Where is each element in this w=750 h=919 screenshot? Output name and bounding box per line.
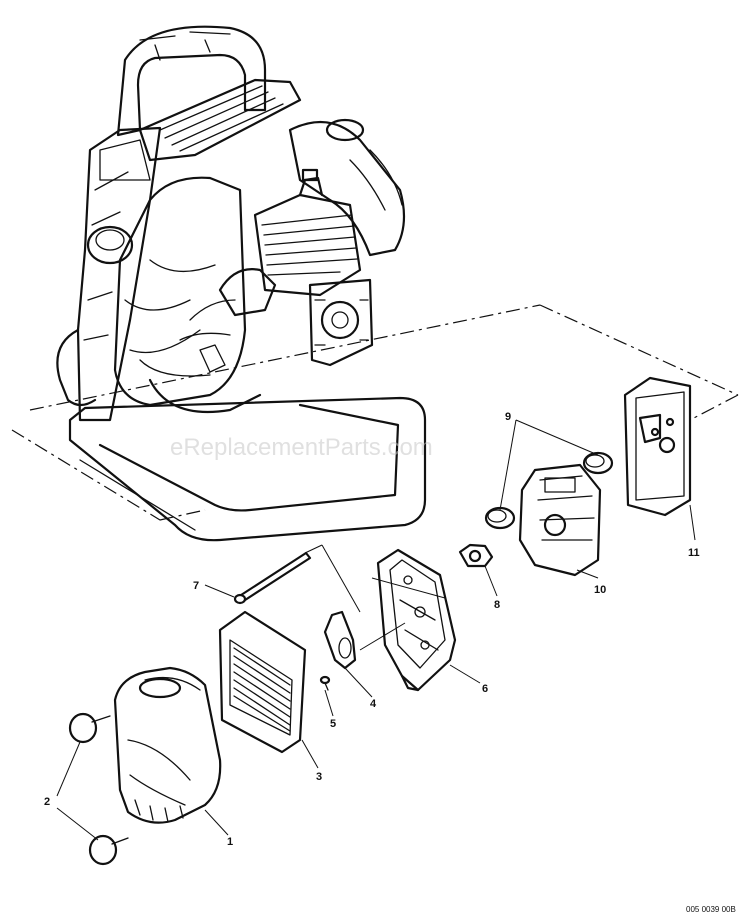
gasket-part [623, 376, 692, 517]
callout-10: 10 [594, 584, 606, 596]
carburetor-part [518, 463, 602, 577]
small-screw-part [319, 675, 331, 691]
callout-7: 7 [193, 580, 199, 592]
callout-11: 11 [688, 547, 700, 559]
air-filter-element-part [218, 610, 307, 754]
grommet-part [484, 451, 614, 530]
leader-lines [56, 419, 696, 841]
engine-assembly [56, 25, 427, 542]
callout-8: 8 [494, 599, 500, 611]
choke-lever-part [323, 610, 357, 670]
callout-1: 1 [227, 836, 233, 848]
callout-3: 3 [316, 771, 322, 783]
callout-6: 6 [482, 683, 488, 695]
long-bolt-part [233, 551, 312, 605]
assembly-outline [11, 304, 739, 521]
knob-part [68, 712, 129, 866]
drawing-code: 005 0039 00B [686, 905, 736, 914]
callout-4: 4 [370, 698, 377, 710]
small-gasket-part [458, 543, 494, 568]
callout-9: 9 [505, 411, 511, 423]
callout-5: 5 [330, 718, 336, 730]
callout-2: 2 [44, 796, 50, 808]
watermark: eReplacementParts.com [170, 434, 433, 461]
air-filter-base-part [376, 548, 457, 692]
air-cleaner-cover-part [113, 666, 222, 824]
callout-labels: 1 2 3 4 5 6 7 8 9 10 11 [44, 411, 700, 848]
